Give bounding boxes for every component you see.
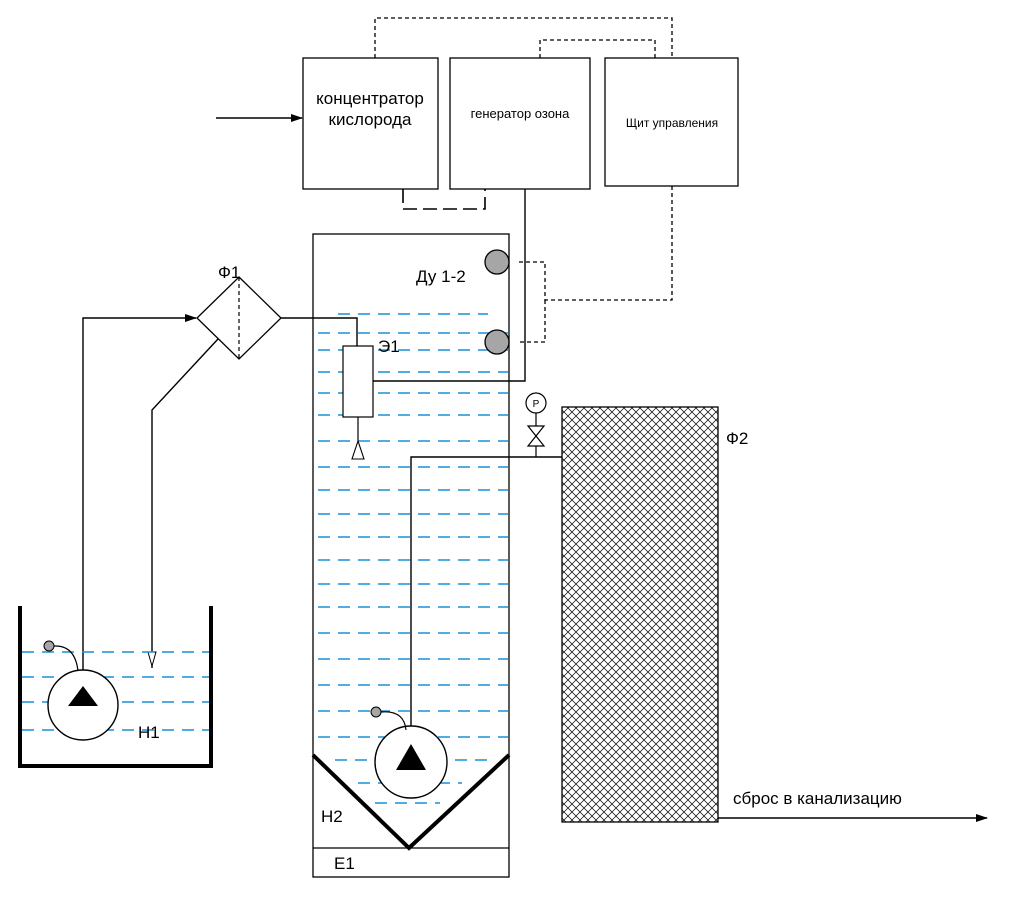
valve-icon: [526, 425, 546, 437]
valve-and-gauge: P: [525, 392, 547, 457]
pressure-gauge-label: P: [533, 399, 540, 410]
ozone-generator: генератор озона: [449, 57, 591, 190]
ozone-supply-line: [373, 189, 526, 382]
control-signal-lines: [374, 17, 673, 343]
pressure-gauge-icon: [525, 392, 547, 414]
pump-h1-icon: [68, 686, 98, 706]
f1-return-arrow-icon: [147, 651, 157, 668]
filter-f1-tag: Ф1: [218, 263, 240, 282]
level-sensors: [484, 249, 510, 355]
f1-return-line: [151, 338, 219, 668]
pump-h1-tag: Н1: [138, 723, 160, 742]
filter-f2-tag: Ф2: [726, 429, 748, 448]
upper-level-sensor-icon: [484, 249, 510, 275]
oxygen-concentrator: концентратор кислорода: [302, 57, 439, 190]
h2-discharge-line: [410, 456, 562, 726]
filter-f1: [196, 276, 282, 360]
filter-f2: [561, 406, 719, 823]
ejector-tag: Э1: [378, 337, 400, 356]
pump-h2-tag: Н2: [321, 807, 343, 826]
tank-e1-tag: Е1: [334, 854, 355, 873]
ejector: [281, 317, 374, 460]
pump-h1: [43, 640, 119, 741]
oxygen-concentrator-label-1: концентратор: [316, 89, 424, 108]
source-tank: [18, 606, 213, 768]
sewer-outlet-label: сброс в канализацию: [733, 789, 902, 808]
pump-h2: [370, 706, 448, 799]
pump-h2-icon: [396, 744, 426, 770]
ozone-generator-label: генератор озона: [471, 106, 570, 121]
control-panel-label: Щит управления: [626, 116, 718, 130]
h1-supply-line: [82, 314, 197, 670]
level-sensors-tag: Ду 1-2: [416, 267, 466, 286]
contact-tank-e1: [311, 233, 511, 878]
control-panel: Щит управления: [604, 57, 739, 187]
oxygen-concentrator-label-2: кислорода: [329, 110, 412, 129]
ejector-nozzle-icon: [351, 439, 365, 460]
lower-level-sensor-icon: [484, 329, 510, 355]
concentrator-generator-link: [402, 189, 486, 210]
